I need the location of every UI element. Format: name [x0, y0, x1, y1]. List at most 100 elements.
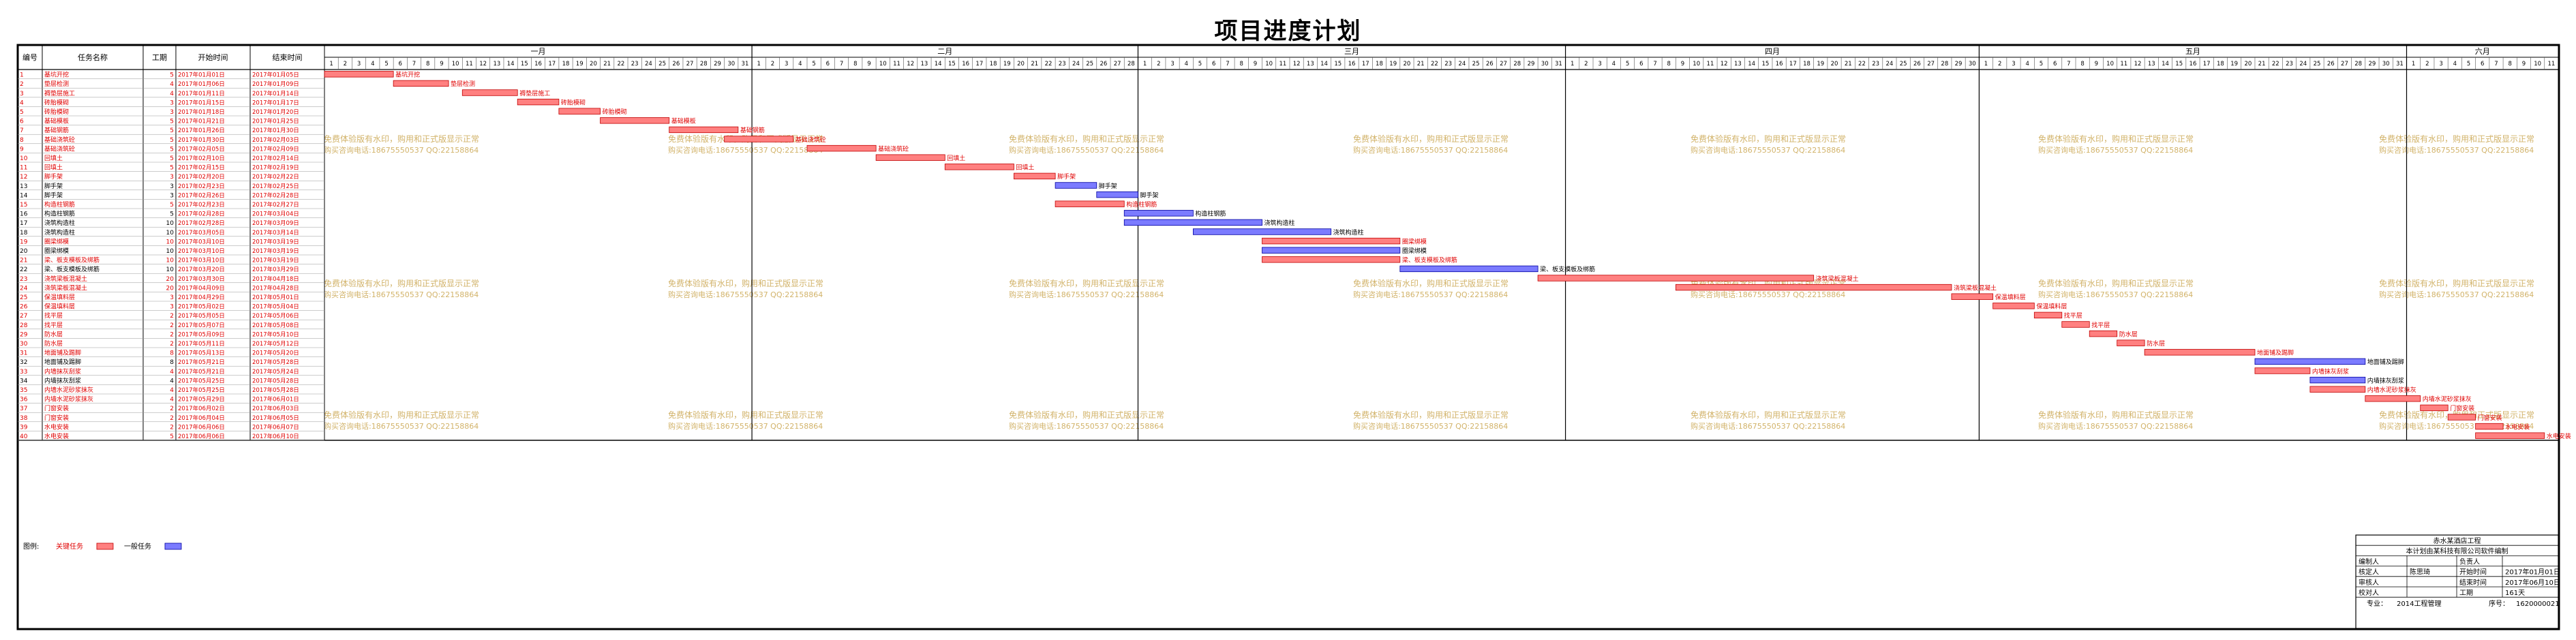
task-end: 2017年01月25日 — [252, 118, 299, 125]
gantt-bar[interactable] — [2033, 311, 2063, 319]
legend-normal-swatch — [164, 543, 182, 550]
gantt-bar[interactable] — [724, 136, 794, 142]
task-end: 2017年03月19日 — [252, 257, 299, 264]
gantt-bar[interactable] — [1537, 275, 1815, 281]
gantt-bar[interactable] — [1262, 256, 1401, 263]
gantt-bar[interactable] — [1992, 303, 2035, 309]
watermark-text: 免费体验版有水印，购用和正式版显示正常 — [2038, 278, 2194, 288]
task-end: 2017年06月03日 — [252, 405, 299, 412]
gantt-bar[interactable] — [1262, 247, 1401, 254]
task-name: 梁、板支模板及绑筋 — [44, 265, 100, 273]
gantt-bar-label: 找平层 — [2091, 321, 2110, 329]
gantt-bar[interactable] — [2089, 330, 2118, 337]
gantt-bar[interactable] — [806, 144, 877, 152]
gantt-bar[interactable] — [875, 154, 945, 161]
task-no: 9 — [20, 146, 24, 153]
day-label: 23 — [631, 61, 639, 67]
info-drawing: 本计划由某科技有限公司软件编制 — [2406, 547, 2509, 555]
gantt-bar[interactable] — [600, 117, 670, 124]
day-label: 1 — [1984, 61, 1988, 67]
day-label: 20 — [1404, 61, 1411, 67]
gantt-bar[interactable] — [2061, 321, 2090, 328]
day-label: 8 — [2080, 61, 2084, 67]
gantt-bar[interactable] — [1192, 228, 1332, 235]
gantt-bar[interactable] — [1951, 293, 1994, 300]
gantt-bar[interactable] — [2447, 414, 2476, 421]
day-label: 17 — [975, 61, 983, 67]
day-label: 11 — [2120, 61, 2127, 67]
watermark-text: 免费体验版有水印，购用和正式版显示正常 — [1353, 410, 1509, 420]
task-no: 34 — [20, 378, 28, 384]
task-end: 2017年03月09日 — [252, 219, 299, 227]
task-start: 2017年05月25日 — [178, 377, 225, 384]
day-label: 22 — [617, 61, 624, 67]
gantt-bar[interactable] — [2475, 423, 2504, 430]
gantt-bar[interactable] — [2254, 358, 2366, 365]
task-end: 2017年06月10日 — [252, 433, 299, 440]
task-name: 浇筑梁板混凝土 — [44, 275, 87, 283]
gantt-bar[interactable] — [1096, 191, 1138, 198]
day-label: 3 — [2012, 61, 2015, 67]
gantt-bar[interactable] — [2365, 395, 2421, 402]
gantt-bar[interactable] — [1055, 200, 1125, 207]
task-name: 浇筑梁板混凝土 — [44, 284, 87, 292]
day-label: 18 — [990, 61, 997, 67]
task-end: 2017年02月22日 — [252, 173, 299, 181]
day-label: 19 — [1389, 61, 1397, 67]
month-label: 一月 — [531, 47, 546, 56]
gantt-bar[interactable] — [2475, 432, 2545, 439]
gantt-bar[interactable] — [2117, 339, 2145, 346]
column-header-start: 开始时间 — [198, 52, 228, 62]
task-no: 35 — [20, 387, 27, 394]
gantt-bar[interactable] — [558, 108, 601, 115]
gantt-bar[interactable] — [1055, 182, 1097, 189]
gantt-bar[interactable] — [944, 164, 1014, 170]
task-no: 22 — [20, 266, 27, 273]
day-label: 8 — [426, 61, 429, 67]
info-cell: 2017年01月01日 — [2505, 568, 2560, 577]
gantt-bar[interactable] — [1399, 265, 1539, 273]
gantt-bar[interactable] — [2420, 404, 2449, 412]
gantt-bar[interactable] — [2309, 376, 2366, 384]
task-duration: 5 — [170, 202, 174, 209]
watermark-text: 免费体验版有水印，购用和正式版显示正常 — [2379, 134, 2534, 144]
day-label: 31 — [742, 61, 749, 67]
task-start: 2017年02月28日 — [178, 219, 225, 227]
task-duration: 5 — [170, 433, 174, 440]
gantt-bar[interactable] — [1123, 219, 1262, 226]
watermark-text: 购买咨询电话:18675550537 QQ:22158864 — [324, 145, 479, 155]
task-name: 脚手架 — [44, 182, 63, 190]
gantt-bar[interactable] — [2144, 349, 2256, 356]
gantt-bar[interactable] — [669, 126, 739, 134]
gantt-bar[interactable] — [2254, 367, 2311, 374]
gantt-bar[interactable] — [461, 89, 518, 96]
gantt-bar[interactable] — [393, 80, 449, 87]
task-end: 2017年05月08日 — [252, 322, 299, 329]
gantt-bar[interactable] — [1014, 172, 1056, 180]
day-label: 22 — [1858, 61, 1866, 67]
gantt-bar[interactable] — [2309, 386, 2366, 393]
legend-label: 图例: — [23, 542, 39, 551]
task-end: 2017年05月20日 — [252, 350, 299, 357]
info-cell: 审核人 — [2359, 578, 2379, 587]
gantt-bar[interactable] — [1123, 210, 1194, 217]
task-no: 39 — [20, 424, 28, 431]
task-name: 圈梁绑模 — [44, 237, 69, 245]
watermark-text: 免费体验版有水印，购用和正式版显示正常 — [1691, 134, 1846, 144]
day-label: 20 — [1831, 61, 1838, 67]
gantt-bar[interactable] — [517, 98, 560, 106]
day-label: 18 — [562, 61, 570, 67]
task-no: 31 — [20, 350, 27, 357]
gantt-bar[interactable] — [324, 71, 394, 78]
day-label: 7 — [1653, 61, 1656, 67]
task-name: 垫层检测 — [44, 80, 69, 88]
gantt-bar[interactable] — [1675, 284, 1952, 291]
task-start: 2017年03月10日 — [178, 238, 225, 245]
legend-critical-swatch — [96, 543, 114, 550]
day-label: 20 — [590, 61, 597, 67]
gantt-bar[interactable] — [1262, 237, 1401, 245]
info-cell: 编制人 — [2359, 557, 2379, 566]
day-label: 23 — [1059, 61, 1066, 67]
gantt-bar-label: 水电安装 — [2547, 432, 2571, 440]
day-label: 6 — [399, 61, 402, 67]
